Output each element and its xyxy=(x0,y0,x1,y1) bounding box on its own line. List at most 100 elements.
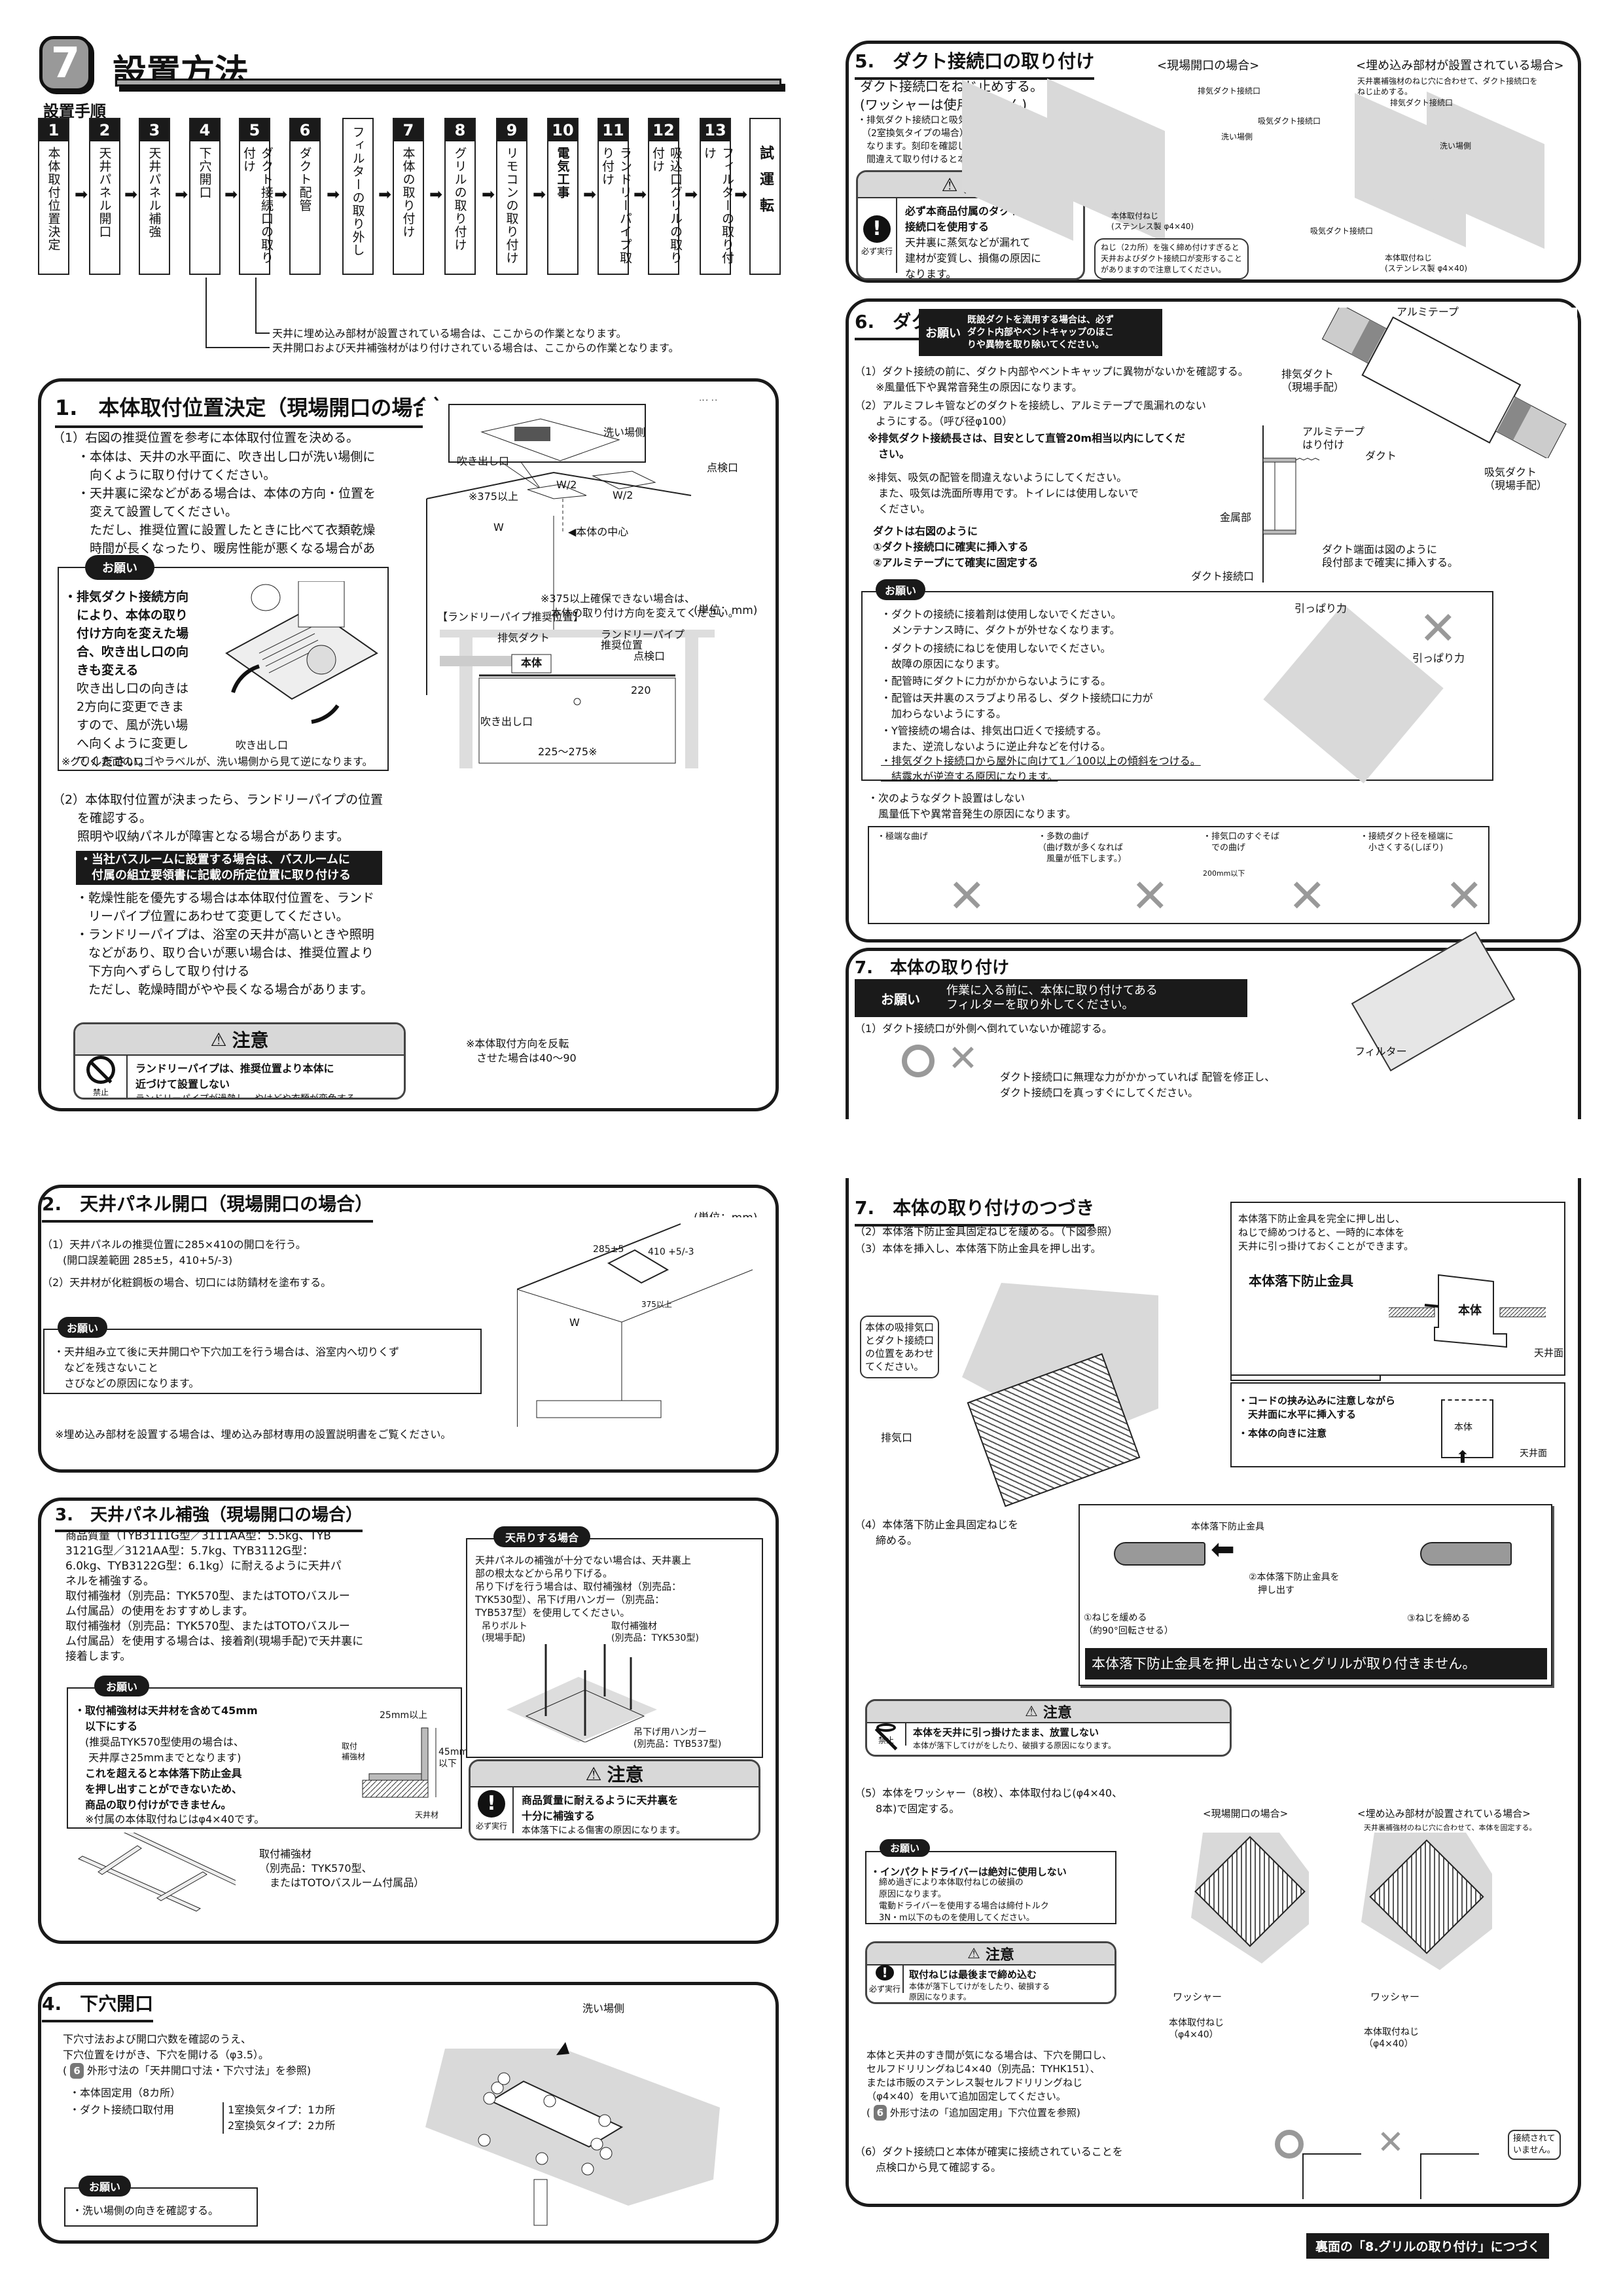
steps-heading: 設置手順 xyxy=(43,102,106,120)
info-item: ・本体の向きに注意 xyxy=(1238,1427,1327,1439)
reverse-note: ※本体取付方向を反転 させた場合は40〜90 xyxy=(466,1037,577,1064)
step-note-line xyxy=(205,347,270,348)
exhaust-port-label: 排気ダクト接続口 xyxy=(1390,98,1454,107)
washer-label: ワッシャー xyxy=(1173,1991,1222,2003)
w-half-label: W/2 xyxy=(556,478,577,491)
mandatory-action-icon: ! xyxy=(478,1789,505,1818)
wash-side-label: 洗い場側 xyxy=(582,2002,625,2015)
hanging-text: 天井パネルの補強が十分でない場合は、天井裏上 部の根太などから吊り下げる。 吊り… xyxy=(475,1554,692,1619)
arrow-icon: ➡ xyxy=(533,185,546,204)
fall-bracket-before xyxy=(1114,1542,1205,1566)
outlet-label: 吹き出し口 xyxy=(457,455,510,467)
filter-label: フィルター xyxy=(1355,1045,1407,1058)
prohibited-icon xyxy=(86,1056,115,1084)
s7b-step3: （3）本体を挿入し、本体落下防止金具を押し出す。 xyxy=(855,1242,1101,1255)
min-375-note: ※375以上確保できない場合は、 本体の取り付け方向を変えてください。 xyxy=(541,592,739,619)
onegai-item: ・ダクトの接続に接着剤は使用しないでください。 メンテナンス時に、ダクトが外せな… xyxy=(881,608,1122,636)
laundry-position-label: ランドリーパイプ 推奨位置 xyxy=(601,628,685,651)
body-center-label: ◀本体の中心 xyxy=(568,526,629,538)
pilot-hole-illustration xyxy=(380,2016,720,2232)
s3-text: 商品質量（TYB3111G型／3111AA型：5.5kg、TYB 3121G型／… xyxy=(65,1530,364,1663)
onegai-tag: お願い xyxy=(876,579,926,600)
fall-bracket-label: 本体落下防止金具 xyxy=(1191,1522,1264,1532)
ng-x-icon: ✕ xyxy=(1377,2123,1404,2161)
screw-label: 本体取付ねじ (ステンレス製 φ4×40) xyxy=(1385,253,1468,273)
ng-x-icon: ✕ xyxy=(1288,869,1327,923)
ref-badge: 6 xyxy=(70,2063,84,2079)
step-note-opening: 天井開口および天井補強材がはり付けされている場合は、ここからの作業となります。 xyxy=(272,342,679,354)
onegai-text: (推奨品TYK570型使用の場合は、 天井厚さ25mmまでとなります) xyxy=(85,1736,244,1764)
s4-bullet2: ・ダクト接続口取付用 xyxy=(69,2104,175,2116)
fall-prevention-diagram xyxy=(1382,1268,1553,1354)
pull-force-label: 引っぱり力 xyxy=(1412,652,1465,664)
warning-triangle-icon: ⚠ xyxy=(585,1763,602,1785)
ng-x-icon: ✕ xyxy=(948,869,986,923)
fall-prevention-label: 本体落下防止金具 xyxy=(1249,1273,1353,1289)
warning-triangle-icon: ⚠ xyxy=(967,1945,980,1962)
onegai-item: ・配管は天井裏のスラブより吊るし、ダクト接続口に力が 加わらないようにする。 xyxy=(881,692,1153,720)
ng-x-icon: ✕ xyxy=(1445,869,1484,923)
onegai-tag: お願い xyxy=(880,1839,931,1857)
arrow-icon: ➡ xyxy=(124,185,138,204)
step-note-line xyxy=(255,332,270,334)
exhaust-label: 排気口 xyxy=(881,1431,913,1444)
s3-hanging-box: 天吊りする場合 天井パネルの補強が十分でない場合は、天井裏上 部の根太などから吊… xyxy=(466,1526,763,1758)
onegai-tag: お願い xyxy=(58,1317,108,1338)
avoid-item: ・排気口のすぐそば での曲げ xyxy=(1203,832,1280,853)
case-embedded: <埋め込み部材が設置されている場合> xyxy=(1356,59,1564,73)
wash-side-label: 洗い場側 xyxy=(1221,132,1253,141)
up-arrow-icon: ⬆ xyxy=(1455,1448,1470,1467)
s6-note2: ※排気、吸気の配管を間違えないようにしてください。 また、吸気は洗面所専用です。… xyxy=(868,471,1139,515)
intake-port-label: 吸気ダクト接続口 xyxy=(1310,226,1374,236)
metal-part-label: 金属部 xyxy=(1220,511,1252,524)
s7b-onegai-box: お願い ・インパクトドライバーは絶対に使用しない 締め過ぎにより本体取付ねじの破… xyxy=(865,1839,1116,1924)
info-item: ・コードの挟み込みに注意しながら 天井面に水平に挿入する xyxy=(1238,1395,1396,1420)
s1-caution-box: ⚠注意 禁止 ランドリーパイプは、推奨位置より本体に 近づけて設置しないランドリ… xyxy=(73,1022,406,1100)
dim-285: 285±5 xyxy=(593,1244,624,1255)
arrow-icon: ➡ xyxy=(685,185,698,204)
s7b-step6: （6）ダクト接続口と本体が確実に接続されていることを 点検口から見て確認する。 xyxy=(855,2145,1123,2174)
onegai-bold: ・取付補強材は天井材を含めて45mm 以下にする xyxy=(75,1704,258,1732)
s6-onegai-box: お願い ・ダクトの接続に接着剤は使用しないでください。 メンテナンス時に、ダクト… xyxy=(861,579,1493,784)
laundry-pipe-position-diagram: 排気ダクト ランドリーパイプ 推奨位置 点検口 本体 220 吹き出し口 225… xyxy=(440,630,715,771)
s6-onegai-bar: お願い 既設ダクトを流用する場合は、必ず ダクト内部やベントキャップのほこ りや… xyxy=(919,309,1162,356)
s7b-detail-box: ⬅ 本体落下防止金具 ①ねじを緩める （約90°回転させる） ②本体落下防止金具… xyxy=(1079,1504,1552,1686)
warning-triangle-icon: ⚠ xyxy=(1025,1703,1038,1720)
dim-375: 375以上 xyxy=(641,1300,672,1309)
duct-insertion-detail xyxy=(1243,419,1335,583)
s6-avoid-lead: ・次のようなダクト設置はしない 風量低下や異常音発生の原因になります。 xyxy=(868,792,1077,820)
inspection-port-label: 点検口 xyxy=(707,461,739,474)
washer-label: ワッシャー xyxy=(1370,1991,1420,2003)
s7-onegai-bar: お願い 作業に入る前に、本体に取り付けてある フィルターを取り外してください。 xyxy=(855,979,1247,1017)
arrow-icon: ➡ xyxy=(175,185,188,204)
s4-ref: ( 6 外形寸法の「天井開口寸法・下穴寸法」を参照) xyxy=(63,2063,311,2079)
warning-triangle-icon: ⚠ xyxy=(210,1028,227,1050)
arrow-icon: ➡ xyxy=(429,185,443,204)
s1-bullet2: ・乾燥性能を優先する場合は本体取付位置を、ランド リーパイプ位置にあわせて変更し… xyxy=(76,891,375,924)
ok-circle-icon xyxy=(902,1045,935,1077)
step-loosen-label: ①ねじを緩める （約90°回転させる） xyxy=(1084,1613,1173,1636)
s4-onegai-box: お願い ・洗い場側の向きを確認する。 xyxy=(64,2176,258,2227)
push-arrow-icon: ⬅ xyxy=(1211,1533,1235,1566)
s6-length-note: ※排気ダクト接続長さは、目安として直管20m相当以内にしてくだ さい。 xyxy=(868,432,1186,460)
dim-220: 220 xyxy=(631,684,651,696)
s6-step1: （1）ダクト接続の前に、ダクト内部やベントキャップに異物がないかを確認する。 ※… xyxy=(855,365,1249,393)
onegai-tag: お願い xyxy=(94,1676,150,1696)
section-2-title: 2. 天井パネル開口（現場開口の場合） xyxy=(42,1190,374,1223)
prohibited-icon xyxy=(876,1723,896,1732)
body-label: 本体 xyxy=(1454,1422,1472,1433)
min-375-label: ※375以上 xyxy=(469,490,518,503)
inspection-port-label: 点検口 xyxy=(633,650,666,662)
s6-step2: （2）アルミフレキ管などのダクトを接続し、アルミテープで風漏れのない ようにする… xyxy=(855,399,1206,427)
case-embedded: <埋め込み部材が設置されている場合> xyxy=(1357,1808,1531,1820)
section-5-title: 5. ダクト接続口の取り付け xyxy=(855,47,1095,80)
dim-45: 45mm 以下 xyxy=(438,1747,469,1769)
onegai-tag: お願い xyxy=(79,2176,132,2197)
s7b-caution-2: ⚠注意 !必ず実行 取付ねじは最後まで締め込む本体が落下してけがをしたり、破損す… xyxy=(865,1941,1116,2004)
dim-200: 200mm以下 xyxy=(1203,869,1245,878)
